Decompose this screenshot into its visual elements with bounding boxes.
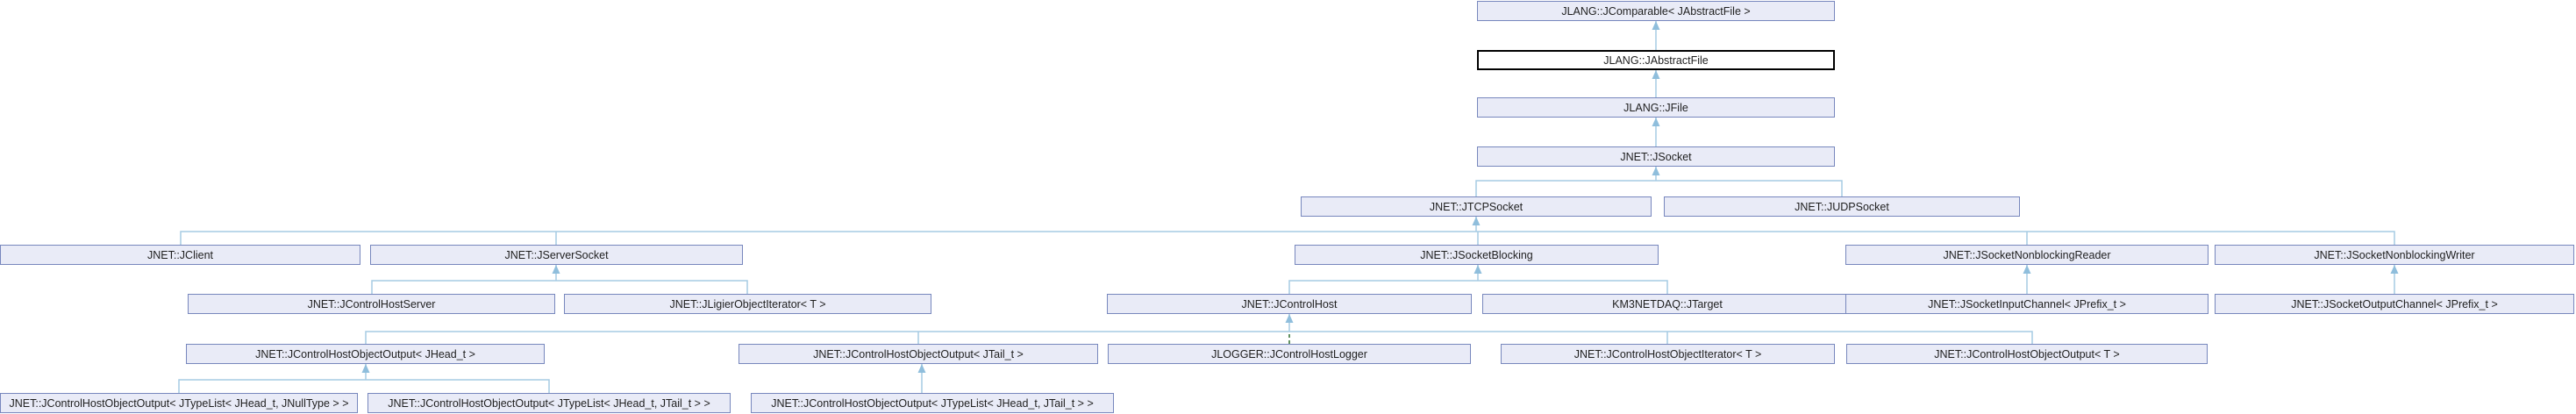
inheritance-edge-choo-jhead-children-rail	[178, 379, 550, 393]
class-node-jabstractfile: JLANG::JAbstractFile	[1477, 50, 1835, 70]
inheritance-edge-jsocketblocking-children-rail	[1288, 280, 1668, 294]
class-node-label: JNET::JControlHostServer	[307, 297, 436, 310]
class-node-jtcpsocket[interactable]: JNET::JTCPSocket	[1301, 196, 1652, 217]
inheritance-edge-tcp-children-rail	[180, 231, 2395, 245]
class-node-jsocketinputchannel[interactable]: JNET::JSocketInputChannel< JPrefix_t >	[1845, 294, 2209, 314]
class-node-jserversocket[interactable]: JNET::JServerSocket	[370, 245, 743, 265]
class-node-jclient[interactable]: JNET::JClient	[0, 245, 360, 265]
class-node-choo-typelist-tail-b[interactable]: JNET::JControlHostObjectOutput< JTypeLis…	[751, 393, 1114, 413]
class-node-jsocket[interactable]: JNET::JSocket	[1477, 146, 1835, 167]
arrowhead-rail-to-choo-jhead	[361, 364, 370, 373]
class-node-choo-typelist-nulltype[interactable]: JNET::JControlHostObjectOutput< JTypeLis…	[0, 393, 358, 413]
class-node-label: JNET::JControlHostObjectOutput< JHead_t …	[255, 347, 475, 360]
class-node-label: JNET::JControlHostObjectOutput< T >	[1934, 347, 2120, 360]
class-node-label: JNET::JControlHostObjectIterator< T >	[1573, 347, 1762, 360]
class-node-label: JNET::JSocketBlocking	[1420, 248, 1533, 261]
arrowhead-rail-to-jsocket	[1652, 167, 1660, 175]
class-node-label: JNET::JSocketInputChannel< JPrefix_t >	[1928, 297, 2126, 310]
arrowhead-inputchannel-to-reader	[2023, 265, 2031, 274]
class-node-label: JNET::JServerSocket	[504, 248, 609, 261]
class-node-label: JLANG::JAbstractFile	[1603, 54, 1709, 67]
arrowhead-rail-to-jcontrolhost	[1285, 314, 1294, 323]
class-node-choo-t[interactable]: JNET::JControlHostObjectOutput< T >	[1846, 344, 2208, 364]
class-node-label: JNET::JLigierObjectIterator< T >	[669, 297, 826, 310]
class-node-jfile[interactable]: JLANG::JFile	[1477, 97, 1835, 118]
inheritance-edge-jserversocket-children-rail	[371, 280, 748, 294]
arrowhead-jsocket-to-jfile	[1652, 118, 1660, 126]
class-node-choo-jtail[interactable]: JNET::JControlHostObjectOutput< JTail_t …	[739, 344, 1098, 364]
inheritance-edge-jcontrolhost-children-rail	[365, 331, 2033, 344]
class-node-label: JNET::JSocketOutputChannel< JPrefix_t >	[2291, 297, 2498, 310]
class-node-label: JNET::JTCPSocket	[1429, 200, 1523, 213]
class-node-jtarget[interactable]: KM3NETDAQ::JTarget	[1482, 294, 1852, 314]
class-node-label: JNET::JSocketNonblockingReader	[1943, 248, 2111, 261]
class-node-label: KM3NETDAQ::JTarget	[1612, 297, 1723, 310]
class-node-jcontrolhost[interactable]: JNET::JControlHost	[1107, 294, 1472, 314]
class-node-label: JNET::JSocketNonblockingWriter	[2314, 248, 2475, 261]
class-node-jligierobjectiterator[interactable]: JNET::JLigierObjectIterator< T >	[564, 294, 931, 314]
class-node-label: JNET::JClient	[146, 248, 214, 261]
inheritance-edge-tcp-udp-rail	[1475, 180, 1843, 196]
class-node-jcontrolhostserver[interactable]: JNET::JControlHostServer	[188, 294, 555, 314]
arrowhead-rail-to-jserversocket	[552, 265, 560, 274]
class-node-label: JNET::JControlHostObjectOutput< JTail_t …	[813, 347, 1024, 360]
class-node-jcontrolhostlogger[interactable]: JLOGGER::JControlHostLogger	[1108, 344, 1471, 364]
class-node-jsocketnonblockingreader[interactable]: JNET::JSocketNonblockingReader	[1845, 245, 2209, 265]
class-node-label: JLOGGER::JControlHostLogger	[1211, 347, 1367, 360]
class-node-label: JNET::JSocket	[1620, 150, 1692, 163]
class-node-jsocketoutputchannel[interactable]: JNET::JSocketOutputChannel< JPrefix_t >	[2215, 294, 2574, 314]
class-node-jcomparable[interactable]: JLANG::JComparable< JAbstractFile >	[1477, 1, 1835, 21]
arrowhead-rail-to-jsocketblocking	[1474, 265, 1482, 274]
class-node-label: JNET::JControlHost	[1241, 297, 1338, 310]
arrowhead-jabstractfile-to-jcomparable	[1652, 21, 1660, 30]
class-node-judpsocket[interactable]: JNET::JUDPSocket	[1664, 196, 2020, 217]
class-node-label: JLANG::JFile	[1623, 101, 1688, 114]
class-node-label: JNET::JControlHostObjectOutput< JTypeLis…	[771, 396, 1094, 410]
arrowhead-jfile-to-jabstractfile	[1652, 70, 1660, 79]
class-node-choo-typelist-tail-a[interactable]: JNET::JControlHostObjectOutput< JTypeLis…	[367, 393, 731, 413]
class-node-choi-t[interactable]: JNET::JControlHostObjectIterator< T >	[1501, 344, 1835, 364]
arrowhead-rail-to-jtcpsocket	[1472, 217, 1481, 225]
arrowhead-typelist-b-to-choo-jtail	[917, 364, 926, 373]
class-node-label: JNET::JUDPSocket	[1795, 200, 1889, 213]
class-node-label: JLANG::JComparable< JAbstractFile >	[1561, 4, 1751, 18]
class-node-jsocketnonblockingwriter[interactable]: JNET::JSocketNonblockingWriter	[2215, 245, 2574, 265]
class-node-label: JNET::JControlHostObjectOutput< JTypeLis…	[388, 396, 710, 410]
class-node-choo-jhead[interactable]: JNET::JControlHostObjectOutput< JHead_t …	[186, 344, 545, 364]
arrowhead-outputchannel-to-writer	[2390, 265, 2399, 274]
class-node-label: JNET::JControlHostObjectOutput< JTypeLis…	[9, 396, 349, 410]
class-node-jsocketblocking[interactable]: JNET::JSocketBlocking	[1295, 245, 1659, 265]
